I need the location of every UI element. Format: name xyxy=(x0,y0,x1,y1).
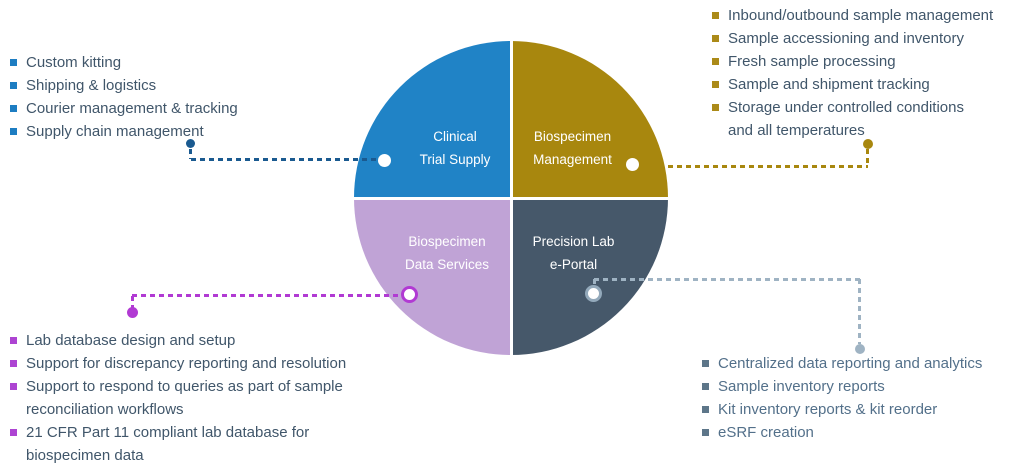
list-item: Centralized data reporting and analytics xyxy=(702,352,982,375)
quadrant-precision-lab-e-portal: Precision Lab e-Portal xyxy=(512,199,668,355)
list-item-label: Sample and shipment tracking xyxy=(728,76,930,93)
list-item-label: Support for discrepancy reporting and re… xyxy=(26,355,347,372)
clinical-connector-start-dot-icon xyxy=(186,139,195,148)
data-services-connector-end-dot-icon xyxy=(127,307,138,318)
bullet-square-icon xyxy=(10,105,17,112)
management-connector-line xyxy=(866,149,869,165)
bullet-square-icon xyxy=(10,337,17,344)
list-item-label: Fresh sample processing xyxy=(728,53,896,70)
bullet-square-icon xyxy=(10,383,17,390)
data-services-connector-line xyxy=(131,296,134,308)
list-item-label: Storage under controlled conditions and … xyxy=(728,99,964,139)
list-item-label: Support to respond to queries as part of… xyxy=(26,378,343,418)
e-portal-connector-line xyxy=(594,278,860,281)
bullet-square-icon xyxy=(712,12,719,19)
management-connector-line xyxy=(641,165,868,168)
bullet-square-icon xyxy=(712,104,719,111)
quadrant-biospecimen-data-services: Biospecimen Data Services xyxy=(354,199,510,355)
list-item-label: Custom kitting xyxy=(26,54,122,71)
data-services-anchor-dot-icon xyxy=(401,286,418,303)
list-item: Storage under controlled conditions and … xyxy=(712,96,993,142)
management-connector-end-dot-icon xyxy=(863,139,873,149)
list-item-label: Shipping & logistics xyxy=(26,77,157,94)
list-item-label: Sample inventory reports xyxy=(718,378,885,395)
bullet-square-icon xyxy=(702,383,709,390)
bullet-square-icon xyxy=(702,360,709,367)
data-services-connector-line xyxy=(132,294,402,297)
quadrant-label: Biospecimen Data Services xyxy=(404,233,490,272)
quadrant-clinical-trial-supply: Clinical Trial Supply xyxy=(354,41,510,197)
list-item-label: Kit inventory reports & kit reorder xyxy=(718,401,938,418)
clinical-anchor-dot-icon xyxy=(378,154,391,167)
list-item: Lab database design and setup xyxy=(10,329,346,352)
clinical-connector-line xyxy=(189,149,192,159)
list-item: Courier management & tracking xyxy=(10,97,238,120)
e-portal-anchor-dot-icon xyxy=(585,285,602,302)
clinical-connector-line xyxy=(191,158,379,161)
list-item-label: Courier management & tracking xyxy=(26,100,238,117)
list-item-label: Sample accessioning and inventory xyxy=(728,30,964,47)
service-wheel: Clinical Trial Supply Biospecimen Manage… xyxy=(354,41,668,355)
bullet-square-icon xyxy=(10,82,17,89)
bullet-square-icon xyxy=(10,59,17,66)
list-item-label: Centralized data reporting and analytics xyxy=(718,355,983,372)
bullet-square-icon xyxy=(702,429,709,436)
list-item: Inbound/outbound sample management xyxy=(712,4,993,27)
list-item: 21 CFR Part 11 compliant lab database fo… xyxy=(10,421,346,467)
list-item-label: 21 CFR Part 11 compliant lab database fo… xyxy=(26,424,310,464)
list-item: Custom kitting xyxy=(10,51,238,74)
bullet-square-icon xyxy=(10,128,17,135)
bullet-square-icon xyxy=(712,58,719,65)
list-item: Kit inventory reports & kit reorder xyxy=(702,398,982,421)
bullet-square-icon xyxy=(712,35,719,42)
quadrant-label: Precision Lab e-Portal xyxy=(532,233,615,272)
bullet-square-icon xyxy=(10,360,17,367)
list-item-label: eSRF creation xyxy=(718,424,814,441)
bullet-square-icon xyxy=(702,406,709,413)
list-item: Sample inventory reports xyxy=(702,375,982,398)
list-item: Shipping & logistics xyxy=(10,74,238,97)
list-item: Sample accessioning and inventory xyxy=(712,27,993,50)
list-item: Support for discrepancy reporting and re… xyxy=(10,352,346,375)
bullet-square-icon xyxy=(10,429,17,436)
list-item: Sample and shipment tracking xyxy=(712,73,993,96)
bullet-square-icon xyxy=(712,81,719,88)
e-portal-connector-line xyxy=(593,279,596,286)
e-portal-connector-end-dot-icon xyxy=(855,344,865,354)
list-item-label: Supply chain management xyxy=(26,123,204,140)
list-item: Supply chain management xyxy=(10,120,238,143)
precision-lab-e-portal-list: Centralized data reporting and analytics… xyxy=(702,352,982,444)
list-item: eSRF creation xyxy=(702,421,982,444)
management-anchor-dot-icon xyxy=(626,158,639,171)
e-portal-connector-line xyxy=(858,279,861,344)
quadrant-biospecimen-management: Biospecimen Management xyxy=(512,41,668,197)
quadrant-label: Clinical Trial Supply xyxy=(419,129,491,167)
list-item: Fresh sample processing xyxy=(712,50,993,73)
list-item-label: Lab database design and setup xyxy=(26,332,236,349)
quadrant-label: Biospecimen Management xyxy=(533,129,612,167)
list-item-label: Inbound/outbound sample management xyxy=(728,7,994,24)
list-item: Support to respond to queries as part of… xyxy=(10,375,346,421)
